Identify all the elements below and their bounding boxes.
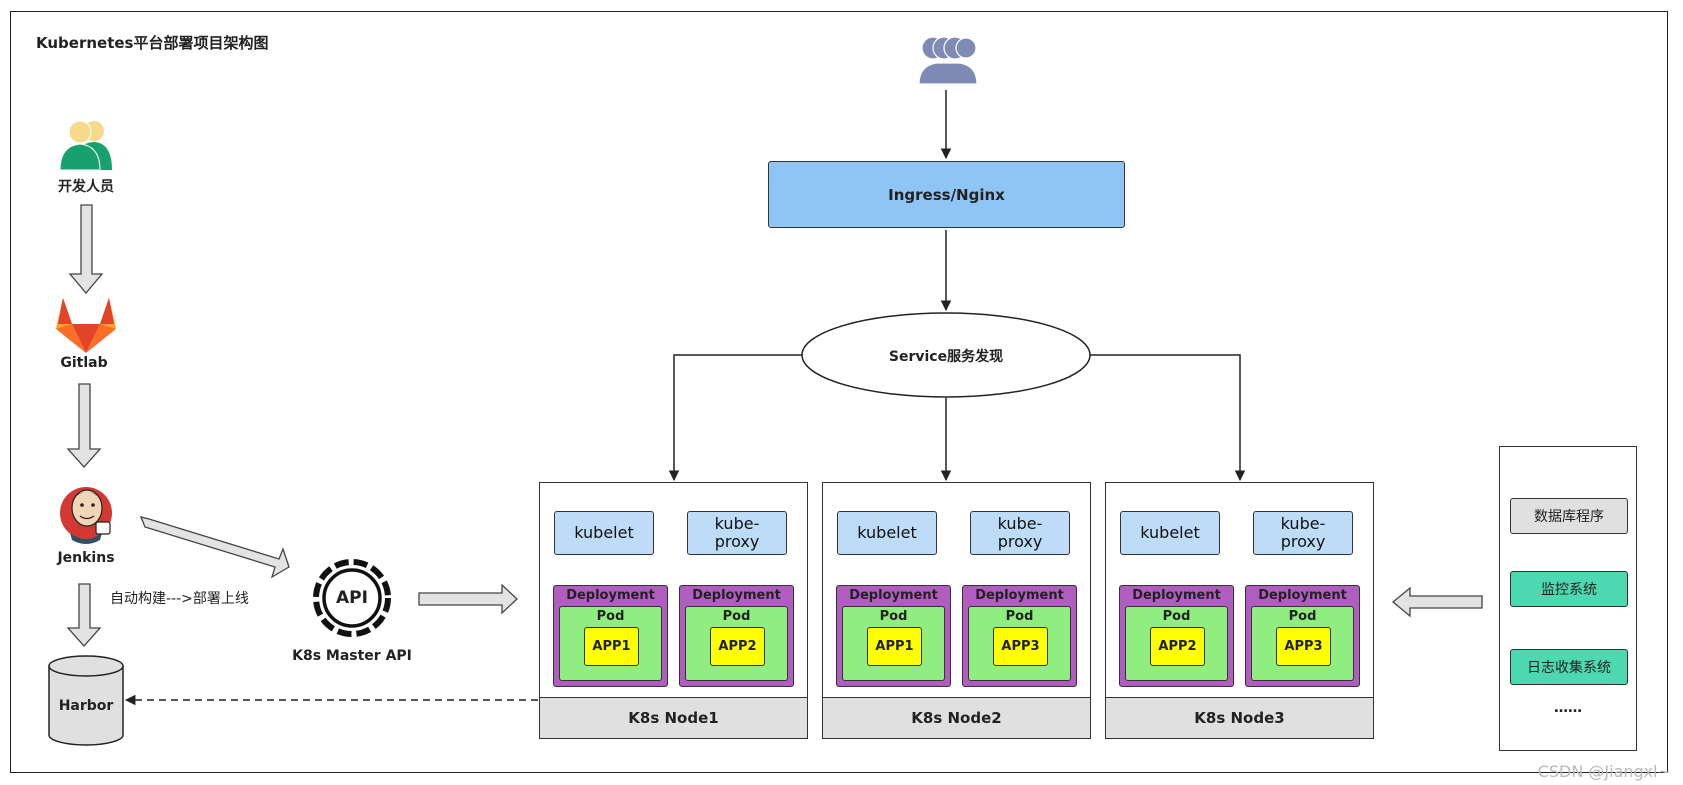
harbor-label: Harbor [58, 698, 114, 714]
service-to-node1-arrow [668, 354, 802, 482]
developers-icon [59, 120, 112, 171]
sidebar-item-logging: 日志收集系统 [1510, 649, 1628, 685]
diagram-title: Kubernetes平台部署项目架构图 [36, 34, 269, 52]
deployment-label: Deployment [849, 588, 938, 603]
jenkins-to-harbor-block-arrow [66, 583, 102, 647]
pod-label: Pod [722, 609, 751, 624]
deployment-label: Deployment [1132, 588, 1221, 603]
deployment-label: Deployment [1258, 588, 1347, 603]
app-box: APP3 [993, 627, 1048, 666]
app-box: APP2 [1150, 627, 1205, 666]
pod-label: Pod [1288, 609, 1317, 624]
service-ellipse [801, 312, 1091, 398]
api-to-nodes-block-arrow [418, 583, 518, 615]
gitlab-logo-icon [56, 298, 116, 353]
pod-label: Pod [596, 609, 625, 624]
app-box: APP2 [710, 627, 765, 666]
csdn-watermark: CSDN @Jiangxl~ [1537, 762, 1671, 781]
node-name-label: K8s Node3 [1106, 697, 1373, 738]
gitlab-label: Gitlab [60, 355, 108, 371]
deployment-label: Deployment [566, 588, 655, 603]
ingress-nginx-box: Ingress/Nginx [768, 161, 1125, 228]
dev-to-gitlab-block-arrow [68, 204, 104, 295]
api-gear-icon [313, 559, 391, 637]
jenkins-label: Jenkins [57, 550, 115, 566]
jenkins-logo-icon [60, 487, 112, 544]
kubelet-box: kubelet [554, 511, 654, 555]
kube-proxy-box: kube-proxy [1253, 511, 1353, 555]
sidebar-item-db-program: 数据库程序 [1510, 498, 1628, 534]
node-name-label: K8s Node1 [540, 697, 807, 738]
api-icon-label: API [336, 588, 368, 608]
sidebar-more-label: …… [1554, 700, 1582, 716]
sidebar-to-nodes-block-arrow [1391, 586, 1483, 618]
service-discovery-label: Service服务发现 [888, 349, 1004, 365]
developers-label: 开发人员 [58, 179, 114, 195]
service-to-node3-arrow [1090, 354, 1246, 482]
diagram-frame [10, 11, 1668, 773]
deployment-label: Deployment [692, 588, 781, 603]
app-box: APP3 [1276, 627, 1331, 666]
jenkins-to-api-block-arrow [139, 516, 290, 579]
kube-proxy-box: kube-proxy [687, 511, 787, 555]
kubelet-box: kubelet [1120, 511, 1220, 555]
build-deploy-label: 自动构建--->部署上线 [110, 591, 249, 607]
pod-label: Pod [1005, 609, 1034, 624]
kube-proxy-box: kube-proxy [970, 511, 1070, 555]
deployment-label: Deployment [975, 588, 1064, 603]
app-box: APP1 [584, 627, 639, 666]
app-box: APP1 [867, 627, 922, 666]
node-name-label: K8s Node2 [823, 697, 1090, 738]
k8s-master-api-label: K8s Master API [292, 648, 412, 664]
users-group-icon [918, 36, 978, 85]
kubelet-box: kubelet [837, 511, 937, 555]
pod-label: Pod [879, 609, 908, 624]
database-cylinder-icon [48, 655, 124, 746]
gitlab-to-jenkins-block-arrow [66, 383, 102, 468]
sidebar-item-monitoring: 监控系统 [1510, 571, 1628, 607]
pod-label: Pod [1162, 609, 1191, 624]
